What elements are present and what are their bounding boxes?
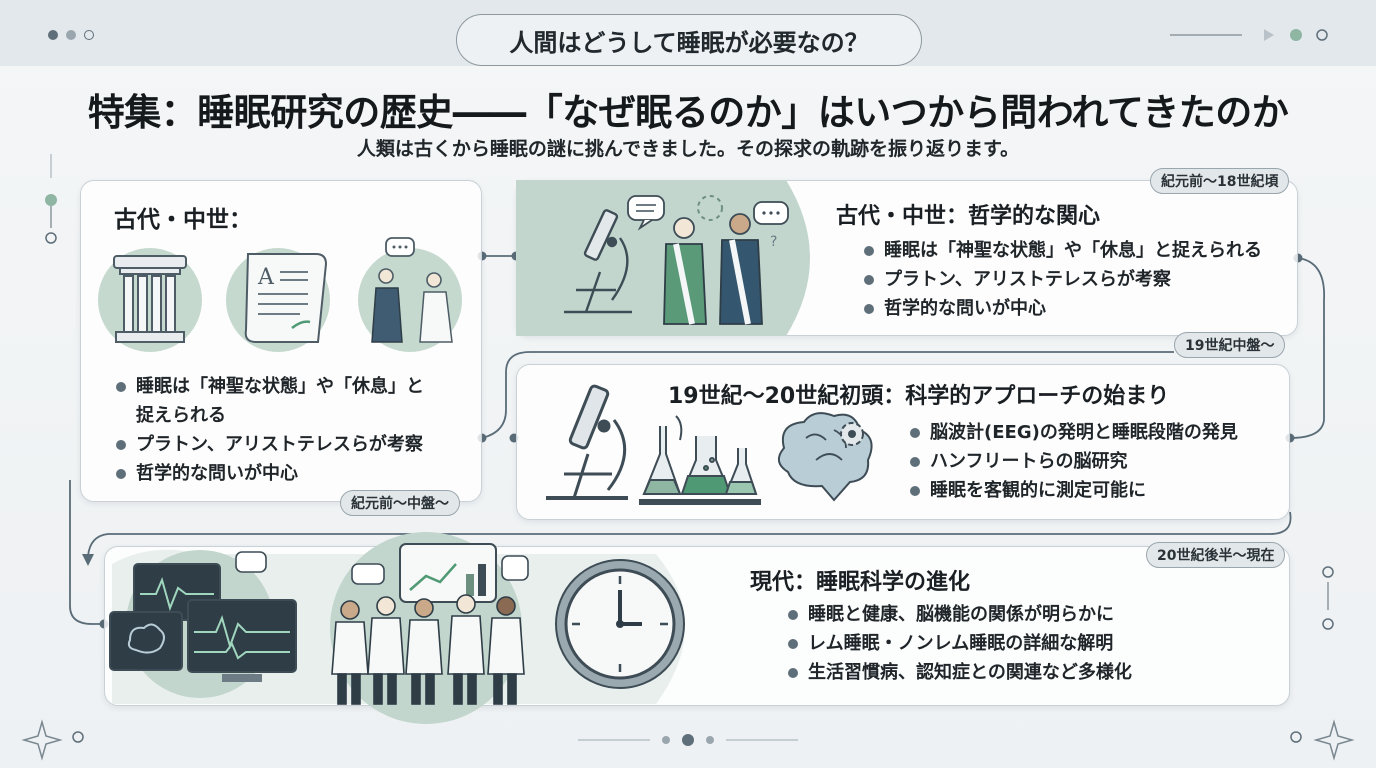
left-card-heading: 古代・中世：	[114, 207, 252, 233]
header-ornament-right	[1170, 29, 1328, 41]
left-card-list: 睡眠は「神聖な状態」や「休息」と 捉えられる プラトン、アリストテレスらが考察 …	[114, 372, 474, 488]
page-subtitle: 人類は古くから睡眠の謎に挑んできました。その探求の軌跡を振り返ります。	[356, 138, 1020, 160]
left-card-item: プラトン、アリストテレスらが考察	[114, 430, 474, 459]
brain-gear-icon	[777, 412, 873, 502]
contemporary-heading: 現代：睡眠科学の進化	[750, 570, 971, 595]
page-title: 特集：睡眠研究の歴史――「なぜ眠るのか」はいつから問われてきたのか	[87, 91, 1289, 134]
modern19-illustrations	[546, 384, 873, 505]
scientists-icon	[330, 532, 529, 724]
ancient-item: 睡眠は「神聖な状態」や「休息」と捉えられる	[862, 236, 1292, 265]
philosophers-icon	[358, 237, 462, 352]
contemporary-item: 睡眠と健康、脳機能の関係が明らかに	[786, 600, 1266, 629]
microscope-icon	[564, 209, 632, 314]
left-card-item: 哲学的な問いが中心	[114, 459, 474, 488]
contemporary-list: 睡眠と健康、脳機能の関係が明らかに レム睡眠・ノンレム睡眠の詳細な解明 生活習慣…	[786, 600, 1266, 687]
ancient-period-tag: 紀元前～18世紀頃	[1150, 168, 1290, 194]
contemporary-item: レム睡眠・ノンレム睡眠の詳細な解明	[786, 629, 1266, 658]
contemporary-period-tag: 20世紀後半～現在	[1146, 542, 1286, 568]
modern19-period-tag: 19世紀中盤～	[1174, 332, 1286, 358]
philosopher-figures: ?	[627, 195, 789, 325]
scroll-icon: A	[226, 248, 330, 352]
header-dots-left	[48, 30, 94, 40]
question-pill: 人間はどうして睡眠が必要なの？	[456, 14, 922, 66]
clock-icon	[555, 559, 685, 689]
modern19-item: 睡眠を客観的に測定可能に	[908, 476, 1288, 505]
ancient-illustration-panel: ?	[516, 180, 810, 336]
column-icon	[98, 248, 202, 352]
left-card-item-continuation: 捉えられる	[136, 405, 226, 426]
left-card-period-tag: 紀元前～中盤～	[340, 490, 460, 516]
modern19-list: 脳波計(EEG)の発明と睡眠段階の発見 ハンフリートらの脳研究 睡眠を客観的に測…	[908, 418, 1288, 505]
ancient-item: 哲学的な問いが中心	[862, 294, 1292, 323]
contemporary-illustrations	[109, 532, 685, 724]
svg-text:?: ?	[770, 234, 777, 250]
ancient-list: 睡眠は「神聖な状態」や「休息」と捉えられる プラトン、アリストテレスらが考察 哲…	[862, 236, 1292, 323]
modern19-heading: 19世紀～20世紀初頭：科学的アプローチの始まり	[668, 384, 1170, 409]
contemporary-item: 生活習慣病、認知症との関連など多様化	[786, 658, 1266, 687]
modern19-item: 脳波計(EEG)の発明と睡眠段階の発見	[908, 418, 1288, 447]
modern19-item: ハンフリートらの脳研究	[908, 447, 1288, 476]
left-card-illustrations: A	[98, 237, 462, 352]
left-card-item: 睡眠は「神聖な状態」や「休息」と	[114, 372, 474, 401]
microscope-icon	[546, 384, 628, 500]
ancient-item: プラトン、アリストテレスらが考察	[862, 265, 1292, 294]
svg-text:A: A	[257, 265, 275, 290]
flask-icon	[639, 415, 761, 505]
eeg-monitor-icon	[109, 550, 297, 698]
ancient-heading: 古代・中世：哲学的な関心	[836, 204, 1101, 229]
